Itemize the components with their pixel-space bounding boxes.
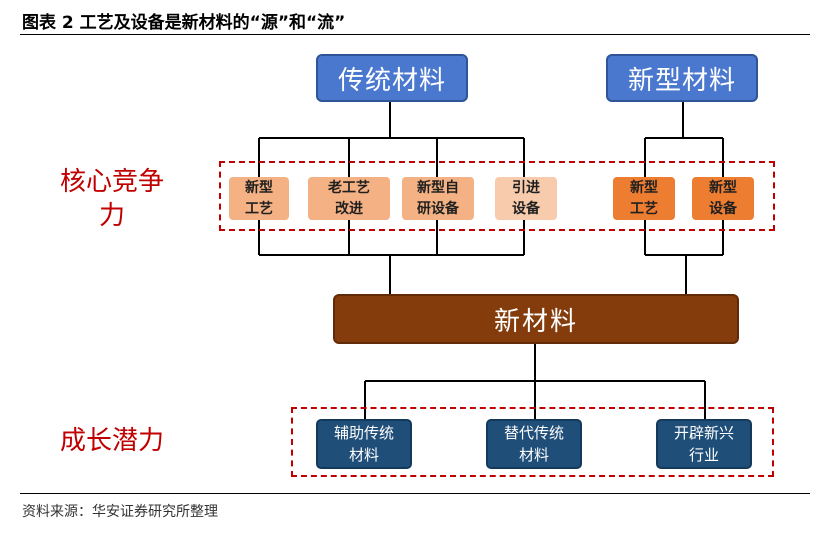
core-item-line2: 工艺 <box>245 200 273 217</box>
growth-item-line1: 替代传统 <box>503 424 564 442</box>
figure-title: 图表 2 工艺及设备是新材料的“源”和“流” <box>22 13 346 33</box>
source-rule <box>20 493 810 494</box>
core-item-old-process-improvement: 老工艺 改进 <box>308 177 390 220</box>
growth-item-replace-traditional: 替代传统 材料 <box>486 419 582 469</box>
growth-potential-frame <box>291 407 774 477</box>
core-item-new-process: 新型 工艺 <box>229 177 289 220</box>
core-item-line1: 老工艺 <box>328 179 370 196</box>
growth-item-line2: 材料 <box>348 446 379 464</box>
core-item-line2: 工艺 <box>630 200 658 217</box>
core-competitiveness-label: 核心竞争 力 <box>42 165 182 233</box>
core-label-line1: 核心竞争 <box>59 167 164 197</box>
title-rule <box>20 34 810 35</box>
source-note: 资料来源：华安证券研究所整理 <box>22 504 218 520</box>
growth-item-line2: 行业 <box>688 446 719 464</box>
core-item-line1: 新型 <box>709 179 737 196</box>
core-item-line1: 新型自 <box>417 179 459 196</box>
traditional-materials-box: 传统材料 <box>316 54 468 102</box>
core-item-line1: 新型 <box>630 179 658 196</box>
core-competitiveness-frame <box>219 161 775 231</box>
core-item-new-equipment-right: 新型 设备 <box>692 177 754 220</box>
new-type-materials-box: 新型材料 <box>606 54 758 102</box>
growth-potential-label: 成长潜力 <box>59 426 164 456</box>
core-item-line1: 新型 <box>245 179 273 196</box>
core-item-line2: 设备 <box>512 200 540 217</box>
growth-item-line1: 辅助传统 <box>333 424 394 442</box>
growth-item-line1: 开辟新兴 <box>673 424 734 442</box>
growth-item-line2: 材料 <box>518 446 549 464</box>
growth-item-assist-traditional: 辅助传统 材料 <box>316 419 412 469</box>
core-item-line1: 引进 <box>512 179 540 196</box>
new-materials-box: 新材料 <box>333 294 739 344</box>
core-item-new-self-developed-equipment: 新型自 研设备 <box>402 177 474 220</box>
core-label-line2: 力 <box>98 201 125 231</box>
growth-item-open-new-industries: 开辟新兴 行业 <box>656 419 752 469</box>
core-item-line2: 研设备 <box>417 200 459 217</box>
core-item-line2: 设备 <box>709 200 737 217</box>
core-item-imported-equipment: 引进 设备 <box>495 177 557 220</box>
core-item-new-process-right: 新型 工艺 <box>613 177 675 220</box>
core-item-line2: 改进 <box>335 200 363 217</box>
